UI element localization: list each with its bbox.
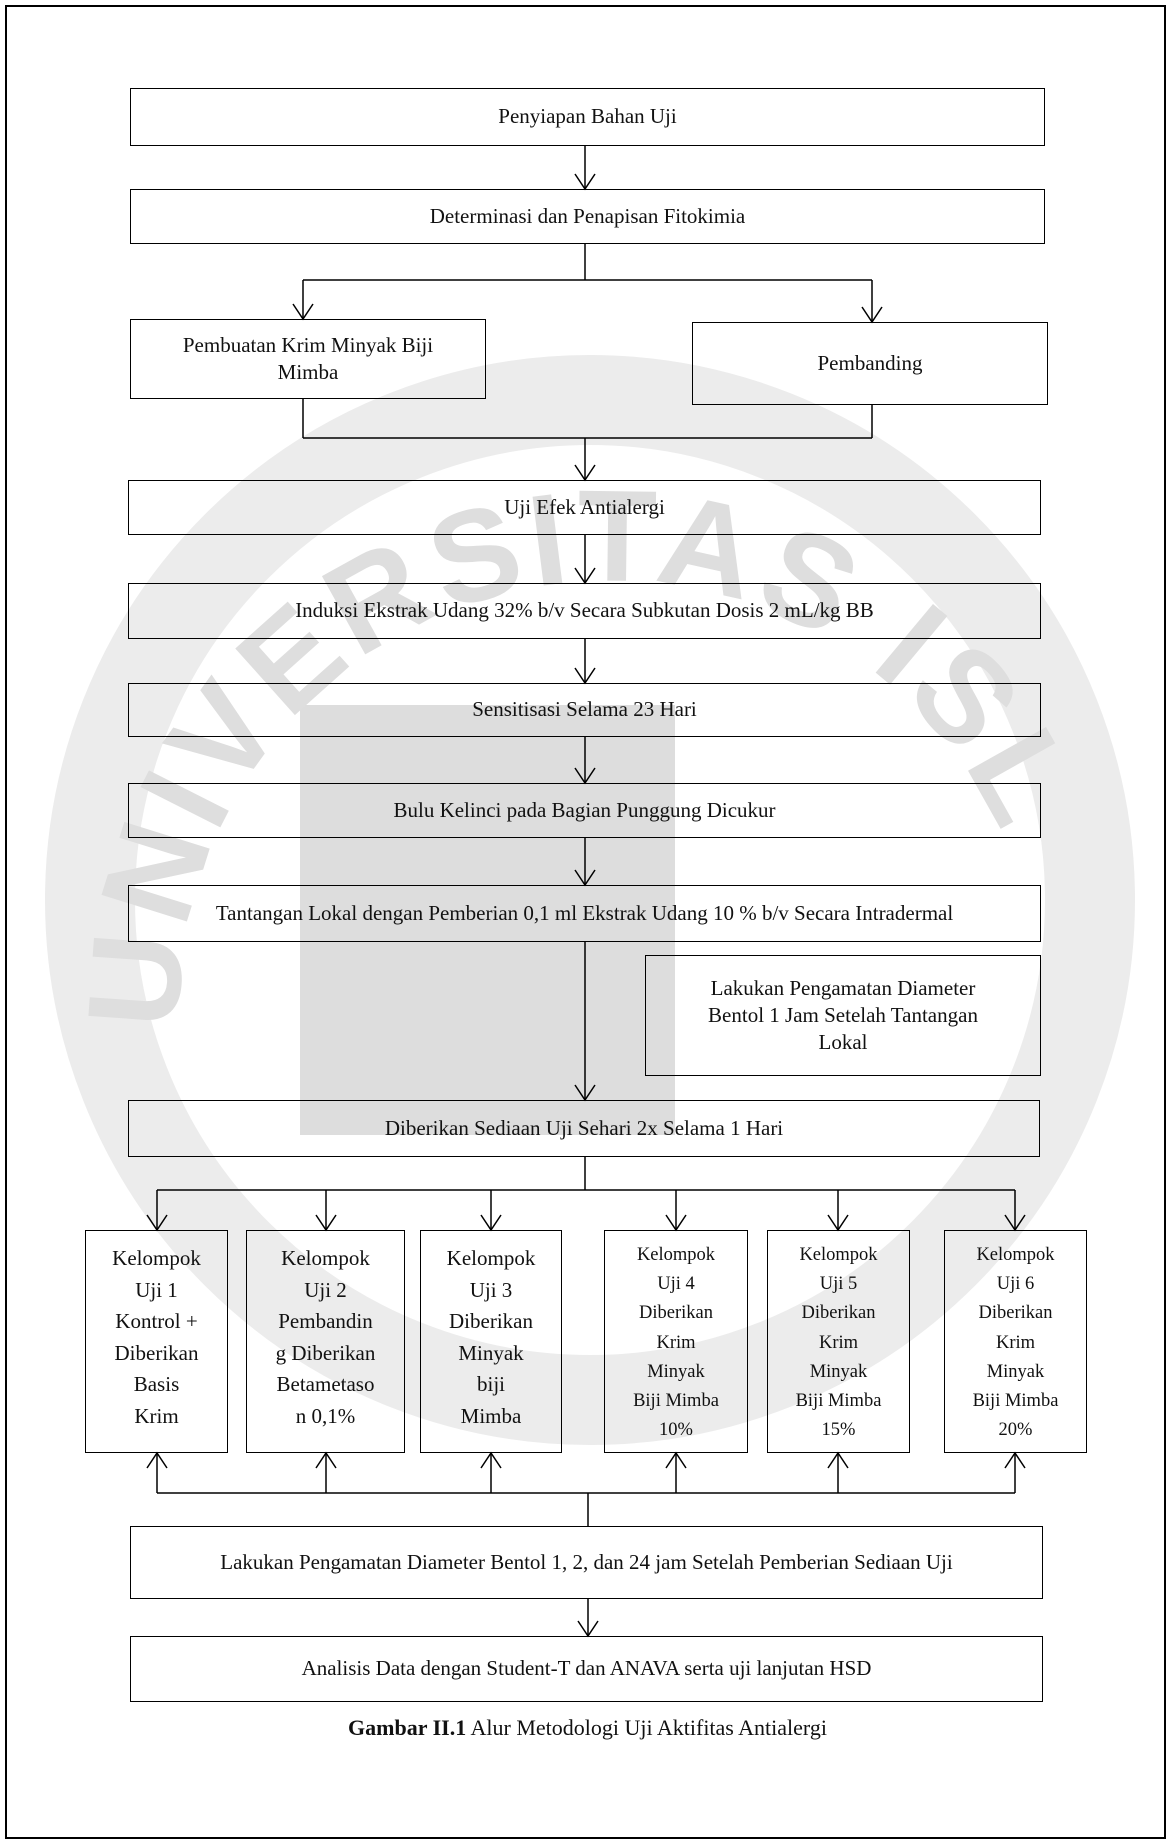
group-4: Kelompok Uji 4 Diberikan Krim Minyak Bij… (604, 1230, 748, 1453)
arrow-up-head-2 (315, 1451, 337, 1469)
step-determinasi: Determinasi dan Penapisan Fitokimia (130, 189, 1045, 244)
arrow-up-head-4 (665, 1451, 687, 1469)
group-3: Kelompok Uji 3 Diberikan Minyak biji Mim… (420, 1230, 562, 1453)
group-5: Kelompok Uji 5 Diberikan Krim Minyak Bij… (767, 1230, 910, 1453)
step-bulu-dicukur: Bulu Kelinci pada Bagian Punggung Dicuku… (128, 783, 1041, 838)
step-tantangan-lokal: Tantangan Lokal dengan Pemberian 0,1 ml … (128, 885, 1041, 942)
step-uji-efek: Uji Efek Antialergi (128, 480, 1041, 535)
arrow-up-head-3 (480, 1451, 502, 1469)
arrow-up-head-1 (146, 1451, 168, 1469)
step-induksi: Induksi Ekstrak Udang 32% b/v Secara Sub… (128, 583, 1041, 639)
figure-label: Gambar II.1 (348, 1715, 467, 1740)
observation-1-jam: Lakukan Pengamatan Diameter Bentol 1 Jam… (645, 955, 1041, 1076)
step-pengamatan-bentol: Lakukan Pengamatan Diameter Bentol 1, 2,… (130, 1526, 1043, 1599)
group-2: Kelompok Uji 2 Pembandin g Diberikan Bet… (246, 1230, 405, 1453)
group-1: Kelompok Uji 1 Kontrol + Diberikan Basis… (85, 1230, 228, 1453)
step-analisis-data: Analisis Data dengan Student-T dan ANAVA… (130, 1636, 1043, 1702)
arrow-up-head-5 (827, 1451, 849, 1469)
step-sensitisasi: Sensitisasi Selama 23 Hari (128, 683, 1041, 737)
step-diberikan-sediaan: Diberikan Sediaan Uji Sehari 2x Selama 1… (128, 1100, 1040, 1157)
figure-caption: Gambar II.1 Alur Metodologi Uji Aktifita… (0, 1715, 1175, 1741)
arrow-up-head-6 (1004, 1451, 1026, 1469)
step-penyiapan-bahan: Penyiapan Bahan Uji (130, 88, 1045, 146)
step-pembanding: Pembanding (692, 322, 1048, 405)
watermark-block (300, 705, 675, 1135)
group-6: Kelompok Uji 6 Diberikan Krim Minyak Bij… (944, 1230, 1087, 1453)
step-pembuatan-krim: Pembuatan Krim Minyak Biji Mimba (130, 319, 486, 399)
figure-title: Alur Metodologi Uji Aktifitas Antialergi (466, 1715, 827, 1740)
watermark-ring (45, 355, 1135, 1445)
page-border (5, 5, 1166, 1839)
